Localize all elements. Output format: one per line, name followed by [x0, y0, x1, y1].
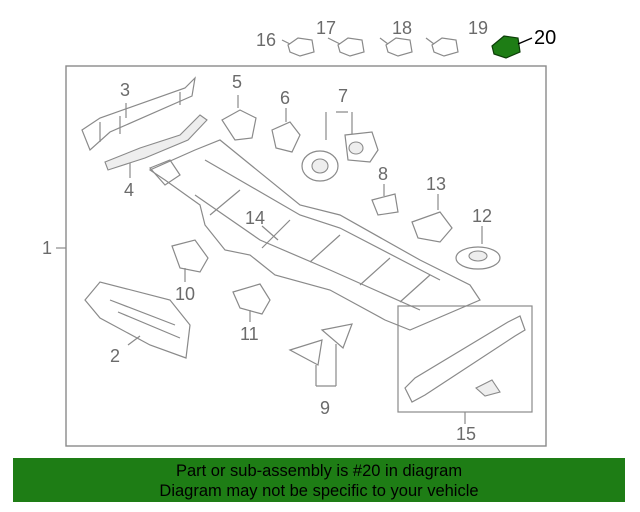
callout-11: 11 [240, 324, 259, 344]
callout-6: 6 [280, 88, 290, 108]
part-4-bar-drawing [104, 114, 208, 171]
callout-12: 12 [472, 206, 492, 226]
part-10-bracket-drawing [171, 239, 209, 273]
part-20-highlighted-drawing [491, 35, 521, 59]
callout-3: 3 [120, 80, 130, 100]
callout-17: 17 [316, 18, 336, 38]
part-15-crossmember-drawing [404, 315, 526, 403]
callout-labels: 1 2 3 4 5 6 7 8 9 10 11 12 13 14 15 16 1… [42, 18, 556, 444]
part-2-rail-drawing [84, 281, 191, 359]
banner-line-disclaimer: Diagram may not be specific to your vehi… [159, 482, 479, 500]
diagram-frame [65, 65, 547, 447]
leader-lines [56, 37, 533, 424]
part-11-bracket-drawing [232, 283, 271, 315]
diagram-notice-banner: Part or sub-assembly is #20 in diagram D… [13, 458, 625, 502]
callout-2: 2 [110, 346, 120, 366]
callout-19: 19 [468, 18, 488, 38]
callout-4: 4 [124, 180, 134, 200]
callout-13: 13 [426, 174, 446, 194]
part-5-bracket-drawing [221, 109, 257, 141]
callout-10: 10 [175, 284, 195, 304]
callout-8: 8 [378, 164, 388, 184]
callout-20: 20 [534, 27, 556, 49]
part-7-mounts-drawing [301, 131, 379, 182]
part-13-bracket-drawing [411, 211, 453, 243]
callout-14: 14 [245, 208, 265, 228]
part-9-gussets-drawing [288, 323, 353, 366]
part-3-rail-drawing [81, 76, 196, 152]
callout-7: 7 [338, 86, 348, 106]
top-mounts-drawing [287, 37, 459, 57]
callout-16: 16 [256, 30, 276, 50]
part-12-pad-drawing [455, 246, 501, 270]
callout-5: 5 [232, 72, 242, 92]
callout-1: 1 [42, 238, 52, 258]
callout-15: 15 [456, 424, 476, 444]
part-8-bracket-drawing [371, 193, 399, 216]
callout-9: 9 [320, 398, 330, 418]
callout-18: 18 [392, 18, 412, 38]
chassis-frame-drawing [148, 139, 481, 331]
part-6-bracket-drawing [271, 121, 301, 153]
banner-line-part-number: Part or sub-assembly is #20 in diagram [175, 462, 463, 480]
